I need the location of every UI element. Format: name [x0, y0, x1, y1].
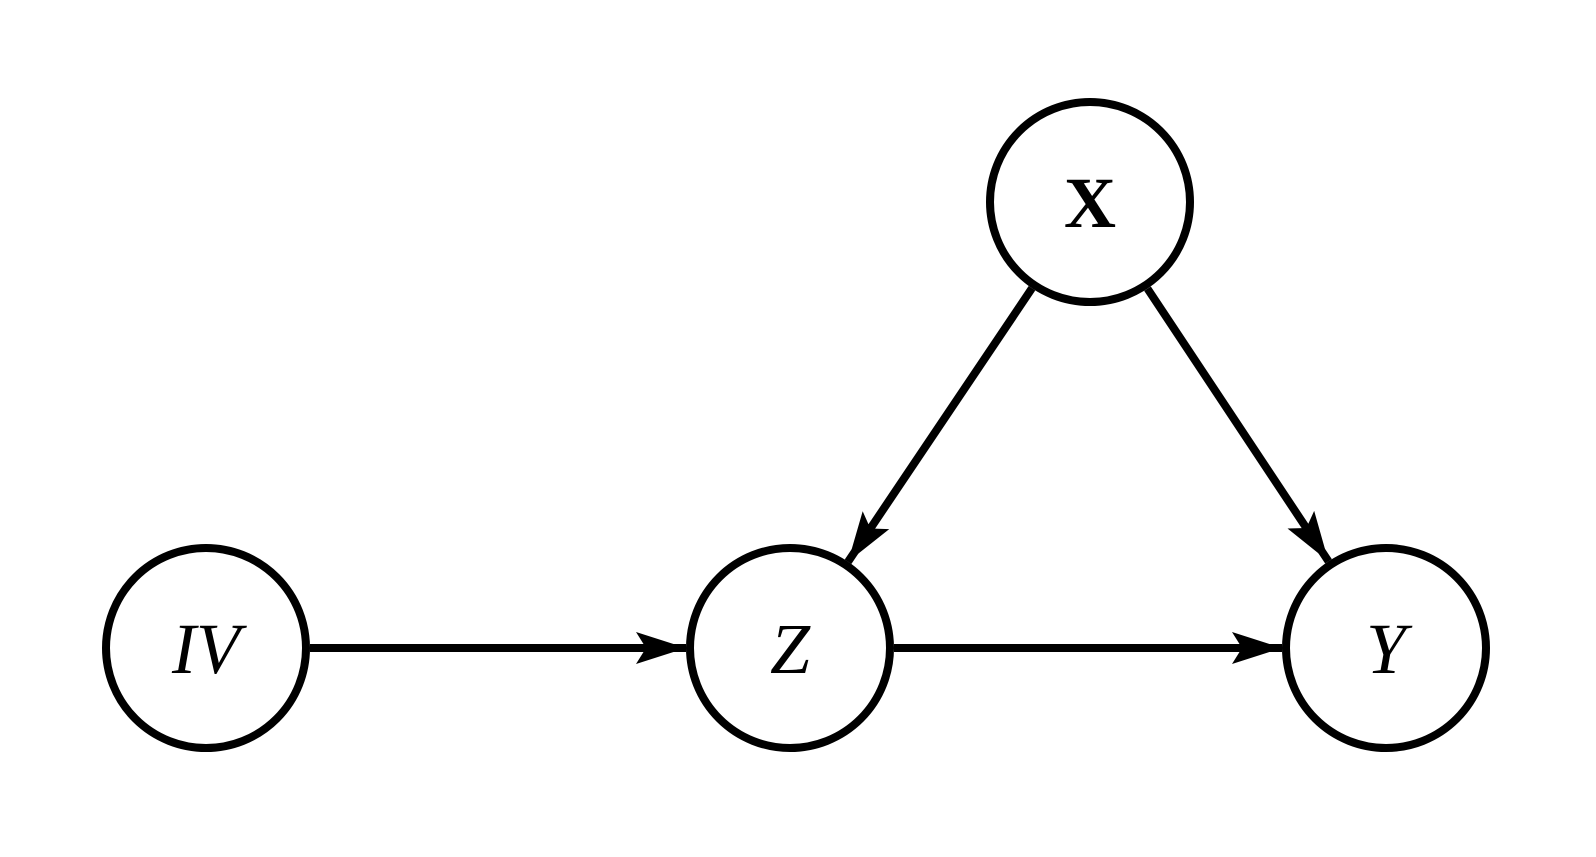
node-iv-label: IV [171, 609, 247, 689]
node-y-label: Y [1366, 609, 1413, 689]
node-iv: IV [102, 544, 310, 752]
node-x: X [986, 98, 1194, 306]
edge-x-to-y [1144, 286, 1332, 564]
node-z-circle [686, 544, 894, 752]
node-y-circle [1282, 544, 1490, 752]
node-x-label: X [1064, 163, 1116, 243]
node-z-label: Z [770, 609, 811, 689]
node-x-circle [986, 98, 1194, 306]
node-z: Z [686, 544, 894, 752]
node-iv-circle [102, 544, 310, 752]
edge-x-to-z [844, 286, 1036, 564]
node-y: Y [1282, 544, 1490, 752]
